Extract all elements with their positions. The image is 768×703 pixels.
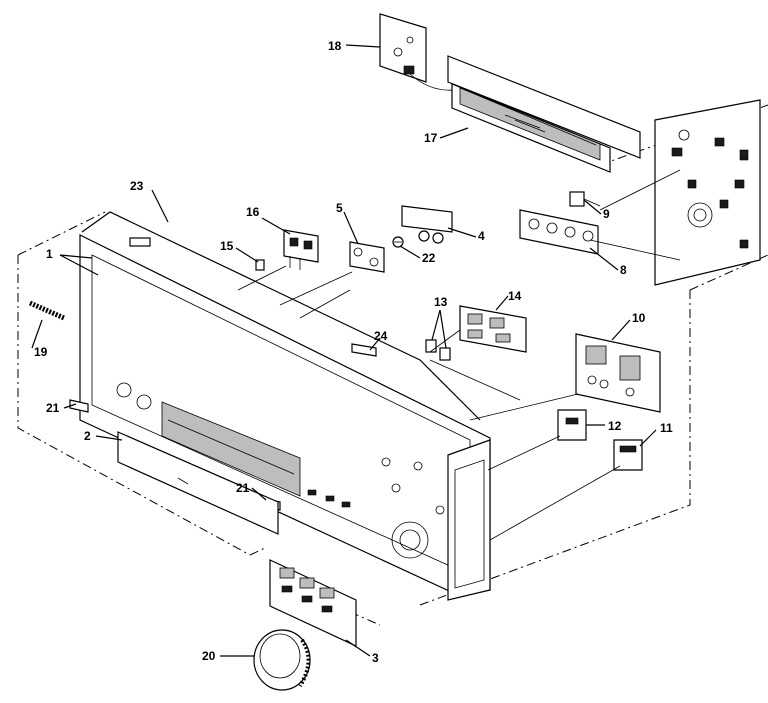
part-15-led <box>255 259 265 271</box>
callout-3: 3 <box>372 651 379 665</box>
callout-14: 14 <box>508 289 522 303</box>
part-23-bezel <box>81 211 481 421</box>
callout-16: 16 <box>246 205 260 219</box>
part-4-sensor-board <box>401 205 453 244</box>
part-9-connector <box>569 191 601 207</box>
assembly-lines <box>237 169 681 541</box>
part-10-jack-panel <box>575 333 661 413</box>
callout-24: 24 <box>374 329 388 343</box>
part-1-front-panel <box>79 234 491 601</box>
callout-8: 8 <box>620 263 627 277</box>
part-12-connector <box>557 409 587 441</box>
part-3-button-panel <box>269 559 357 647</box>
part-13-buttons <box>425 339 451 361</box>
part-19-spring <box>28 300 66 321</box>
callout-23: 23 <box>130 179 144 193</box>
callout-1: 1 <box>46 247 53 261</box>
callout-9: 9 <box>603 207 610 221</box>
callout-21-left: 21 <box>46 401 60 415</box>
callout-2: 2 <box>84 429 91 443</box>
part-8-jack-strip <box>519 209 599 255</box>
part-14-switch-assembly <box>459 305 527 353</box>
callout-10: 10 <box>632 311 646 325</box>
callout-17: 17 <box>424 131 438 145</box>
part-2-display-filter <box>117 431 279 535</box>
part-18-board <box>379 13 456 91</box>
right-side-board <box>654 99 761 286</box>
callout-18: 18 <box>328 39 342 53</box>
part-17-display-board <box>447 55 641 173</box>
part-11-connector <box>613 439 643 471</box>
callout-12: 12 <box>608 419 622 433</box>
callout-19: 19 <box>34 345 48 359</box>
part-16-switch <box>283 229 319 270</box>
callout-5: 5 <box>336 201 343 215</box>
callout-4: 4 <box>478 229 485 243</box>
callout-leaders <box>31 44 657 657</box>
callout-11: 11 <box>660 421 673 435</box>
callout-labels: 18 17 23 1 16 15 5 22 4 9 8 19 13 14 10 … <box>34 39 673 665</box>
part-20-knob <box>253 629 311 691</box>
callout-22: 22 <box>422 251 436 265</box>
callout-13: 13 <box>434 295 448 309</box>
callout-20: 20 <box>202 649 216 663</box>
callout-21-bottom: 21 <box>236 481 250 495</box>
part-22-screw <box>392 236 404 248</box>
part-5-bracket <box>349 241 385 273</box>
part-24-piece <box>351 343 377 357</box>
callout-15: 15 <box>220 239 234 253</box>
